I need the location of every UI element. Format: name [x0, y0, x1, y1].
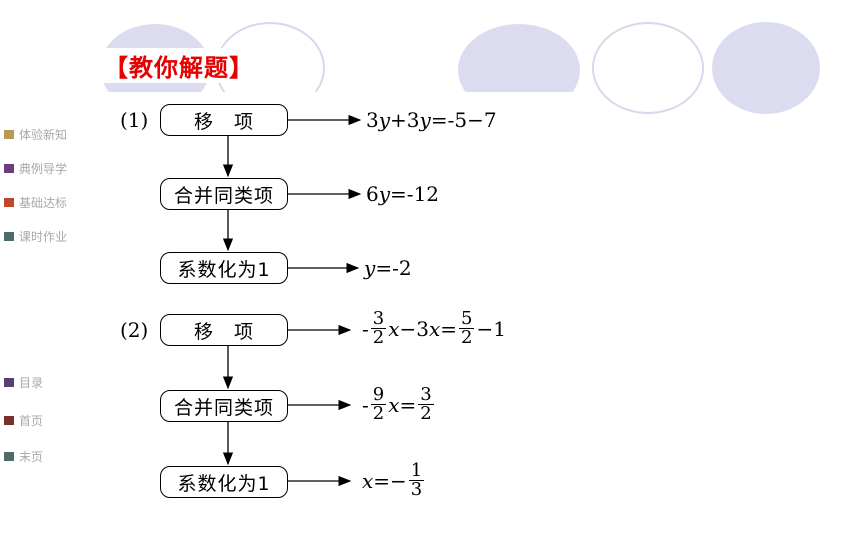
nav-square-icon	[4, 164, 14, 173]
nav-first-page[interactable]: 首页	[4, 412, 43, 429]
nav-item-keshi[interactable]: 课时作业	[4, 228, 67, 245]
step-box-coefficient-to-1: 系数化为1	[160, 466, 288, 498]
nav-item-dianli[interactable]: 典例导学	[4, 160, 67, 177]
nav-square-icon	[4, 452, 14, 461]
nav-contents[interactable]: 目录	[4, 374, 43, 391]
step-box-move-terms: 移 项	[160, 104, 288, 136]
step-box-combine-like-terms: 合并同类项	[160, 178, 288, 210]
nav-square-icon	[4, 232, 14, 241]
page-title: 【教你解题】	[100, 48, 258, 83]
step-box-move-terms: 移 项	[160, 314, 288, 346]
problem1-label: (1)	[120, 108, 149, 132]
nav-item-tiyan[interactable]: 体验新知	[4, 126, 67, 143]
decor-circle-4	[592, 22, 704, 114]
nav-square-icon	[4, 198, 14, 207]
step-box-combine-like-terms: 合并同类项	[160, 390, 288, 422]
result-expression: y=-2	[364, 256, 412, 280]
nav-square-icon	[4, 378, 14, 387]
nav-square-icon	[4, 130, 14, 139]
nav-square-icon	[4, 416, 14, 425]
nav-last-page[interactable]: 末页	[4, 448, 43, 465]
nav-item-jichu[interactable]: 基础达标	[4, 194, 67, 211]
problem2-label: (2)	[120, 318, 149, 342]
decor-circle-5	[712, 22, 820, 114]
step-box-coefficient-to-1: 系数化为1	[160, 252, 288, 284]
